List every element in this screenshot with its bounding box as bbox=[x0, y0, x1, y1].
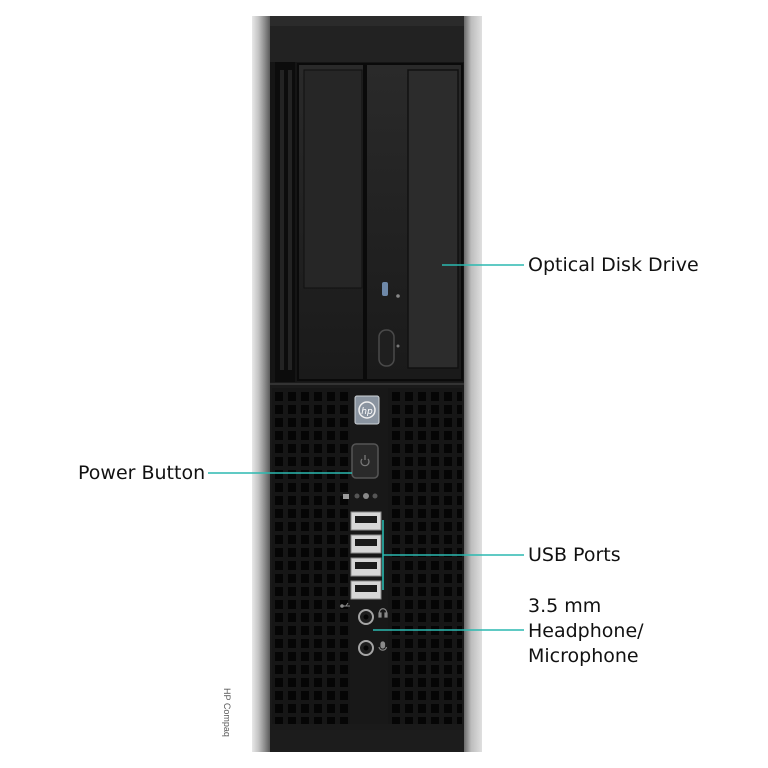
case-top-trim bbox=[270, 26, 464, 62]
hdd-activity-led bbox=[354, 493, 360, 499]
drive-bay-blank-panel bbox=[303, 69, 363, 289]
bay-left-slots bbox=[280, 70, 292, 370]
optical-drive-tray bbox=[407, 69, 459, 369]
drive-emergency-eject-hole bbox=[396, 294, 400, 298]
drive-activity-led bbox=[382, 282, 388, 296]
front-vent-panel bbox=[272, 388, 462, 724]
audio-label-line-3: Microphone bbox=[528, 645, 639, 667]
usb-port-group bbox=[350, 511, 382, 600]
hdd-activity-icon bbox=[343, 494, 349, 499]
headphone-icon bbox=[378, 608, 388, 618]
hp-logo-text: hp bbox=[361, 407, 373, 417]
power-button[interactable] bbox=[351, 443, 379, 479]
audio-label-line-2: Headphone/ bbox=[528, 620, 644, 642]
audio-label-line-1: 3.5 mm bbox=[528, 595, 602, 617]
case-top-edge bbox=[270, 16, 464, 26]
side-branding-text: HP Compaq bbox=[222, 688, 232, 737]
drive-eject-button[interactable] bbox=[378, 329, 395, 367]
status-indicator-icons bbox=[343, 493, 378, 499]
callout-lines bbox=[208, 264, 524, 631]
audio-jack-group bbox=[358, 609, 374, 656]
vent-grille-left bbox=[272, 388, 350, 724]
usb-symbol-icon bbox=[340, 602, 350, 608]
eject-indicator-icon bbox=[396, 344, 400, 348]
case-bottom-trim bbox=[270, 730, 464, 752]
power-icon bbox=[360, 455, 370, 467]
case-right-silver-edge bbox=[464, 16, 482, 752]
power-indicator-icon bbox=[363, 493, 369, 499]
vent-grille-right bbox=[388, 388, 462, 724]
usb-ports-label: USB Ports bbox=[528, 544, 621, 566]
microphone-icon bbox=[378, 641, 388, 651]
case-left-silver-edge bbox=[252, 16, 270, 752]
power-button-label: Power Button bbox=[78, 462, 206, 484]
hp-logo: hp bbox=[354, 395, 380, 425]
optical-drive-label: Optical Disk Drive bbox=[528, 254, 699, 276]
power-indicator-led bbox=[372, 493, 378, 499]
drive-bay-area bbox=[270, 62, 464, 385]
